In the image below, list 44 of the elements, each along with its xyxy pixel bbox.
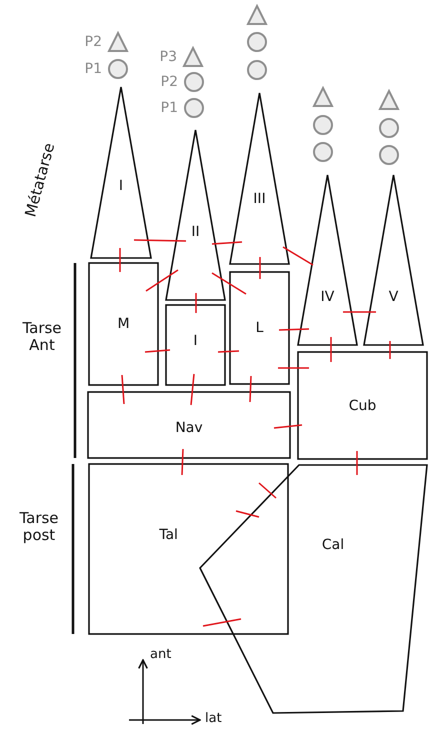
joint-line bbox=[258, 482, 276, 499]
bone-label: Cal bbox=[322, 538, 344, 552]
bone-label: I bbox=[193, 334, 198, 348]
phalanx-label: P2 bbox=[84, 35, 102, 49]
joint-line bbox=[121, 374, 125, 404]
bone-label: II bbox=[191, 225, 200, 239]
bone-label: M bbox=[117, 317, 130, 331]
joint-line bbox=[389, 341, 391, 359]
joint-line bbox=[218, 350, 240, 353]
joint-line bbox=[119, 248, 121, 272]
joint-line bbox=[202, 618, 242, 627]
joint-line bbox=[144, 349, 170, 353]
bone-label: III bbox=[253, 192, 266, 206]
joint-line bbox=[278, 328, 310, 331]
joint-line bbox=[343, 311, 376, 313]
phalanx-label: P1 bbox=[160, 101, 178, 115]
region-label: Tarse Ant bbox=[21, 320, 63, 353]
bone-label: Nav bbox=[175, 421, 203, 436]
bone-label: V bbox=[388, 290, 398, 304]
bone-label: I bbox=[118, 179, 124, 194]
axis-label: ant bbox=[150, 648, 172, 662]
joint-line bbox=[278, 367, 309, 369]
joint-line bbox=[249, 376, 252, 402]
joint-line bbox=[212, 241, 242, 245]
bone-label: IV bbox=[320, 290, 334, 304]
phalanx-label: P3 bbox=[160, 50, 177, 64]
bone-label: Tal bbox=[159, 528, 178, 542]
joint-line bbox=[195, 293, 197, 313]
joint-line bbox=[181, 448, 184, 476]
joint-line bbox=[259, 257, 261, 279]
axis-label: lat bbox=[205, 712, 222, 726]
joint-line bbox=[146, 269, 178, 292]
joint-line bbox=[282, 246, 314, 266]
joint-line bbox=[330, 337, 332, 362]
joint-line bbox=[356, 451, 358, 475]
phalanx-label: P1 bbox=[84, 62, 102, 76]
joint-line bbox=[190, 374, 195, 406]
joint-line bbox=[236, 510, 260, 518]
joint-line bbox=[134, 239, 186, 242]
phalanx-label: P2 bbox=[160, 75, 178, 89]
region-label: Tarse post bbox=[18, 510, 60, 543]
bone-label: L bbox=[256, 321, 264, 335]
joint-line bbox=[274, 424, 302, 429]
bone-label: Cub bbox=[348, 398, 376, 412]
